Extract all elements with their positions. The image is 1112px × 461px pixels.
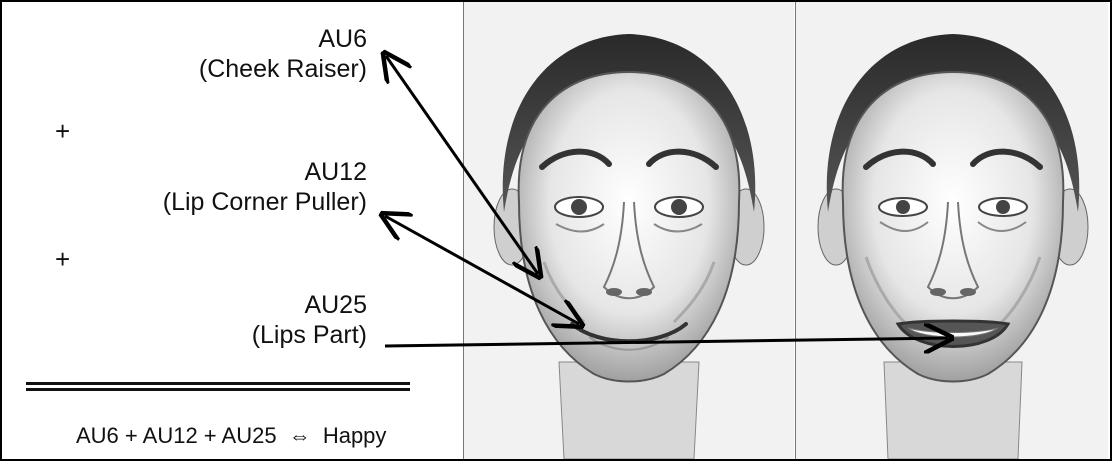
arrow-au12: [385, 216, 579, 324]
arrow-au6: [386, 56, 538, 274]
arrow-au25: [385, 338, 948, 346]
